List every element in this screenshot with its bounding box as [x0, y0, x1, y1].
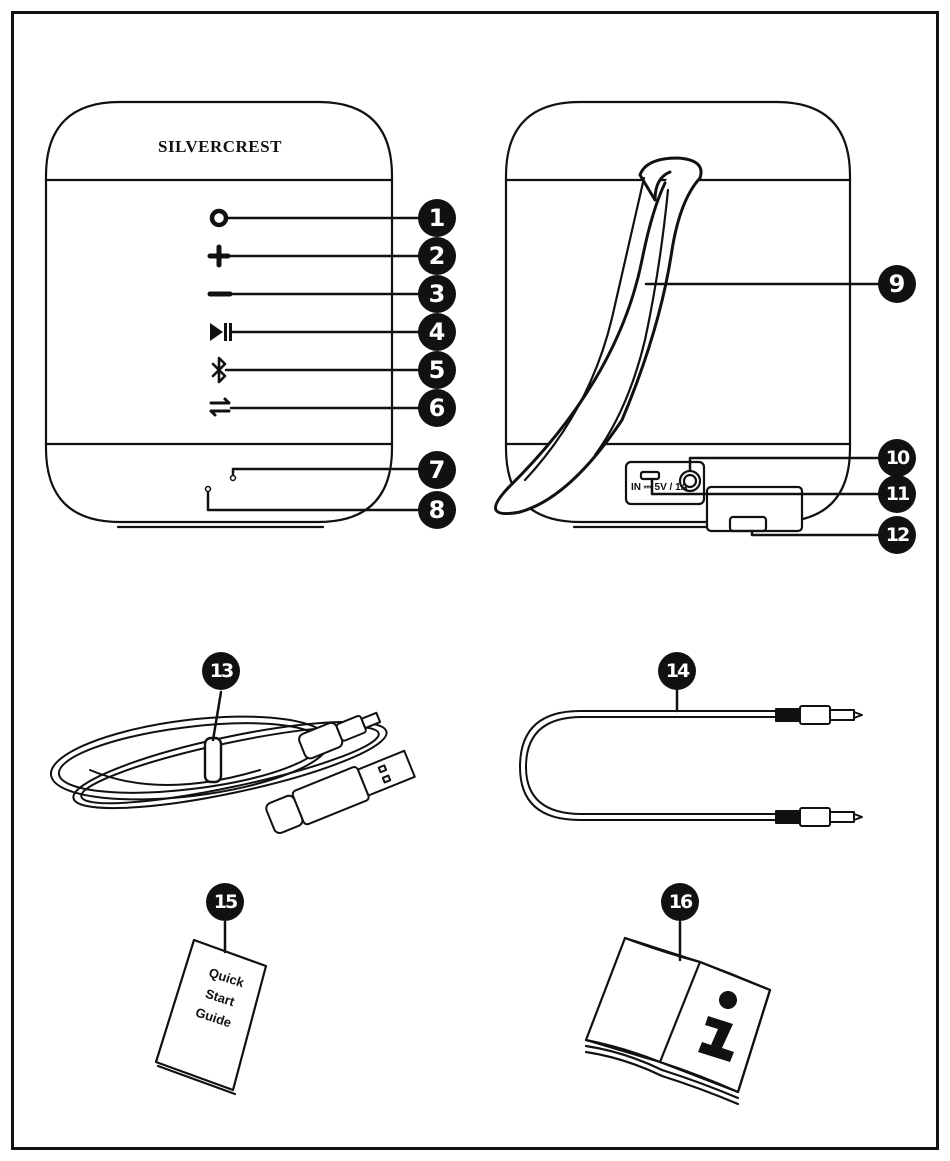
mode-switch-icon — [211, 399, 229, 415]
callout-14: 14 — [658, 652, 696, 690]
callout-4: 4 — [418, 313, 456, 351]
power-icon — [212, 211, 226, 225]
carrying-strap — [496, 158, 702, 514]
callout-13: 13 — [202, 652, 240, 690]
callout-10: 10 — [878, 439, 916, 477]
front-leaders — [208, 218, 418, 510]
callout-11: 11 — [878, 475, 916, 513]
usb-cable — [46, 692, 416, 837]
callout-15: 15 — [206, 883, 244, 921]
aux-cable — [520, 690, 862, 826]
microphone-hole — [206, 487, 211, 492]
callout-8: 8 — [418, 491, 456, 529]
operating-manual — [586, 922, 770, 1104]
led-indicator — [231, 476, 236, 481]
play-pause-icon — [210, 323, 232, 341]
callout-7: 7 — [418, 451, 456, 489]
callout-1: 1 — [418, 199, 456, 237]
callout-9: 9 — [878, 265, 916, 303]
callout-16: 16 — [661, 883, 699, 921]
callout-3: 3 — [418, 275, 456, 313]
front-buttons — [206, 211, 236, 492]
brand-logo: SILVERCREST — [158, 137, 282, 157]
callout-2: 2 — [418, 237, 456, 275]
volume-up-icon — [210, 247, 228, 265]
callout-12: 12 — [878, 516, 916, 554]
callout-5: 5 — [418, 351, 456, 389]
speaker-front — [46, 102, 392, 527]
callout-6: 6 — [418, 389, 456, 427]
port-label: IN ⎓ 5V / 1A — [631, 482, 688, 493]
bluetooth-icon — [213, 358, 225, 382]
